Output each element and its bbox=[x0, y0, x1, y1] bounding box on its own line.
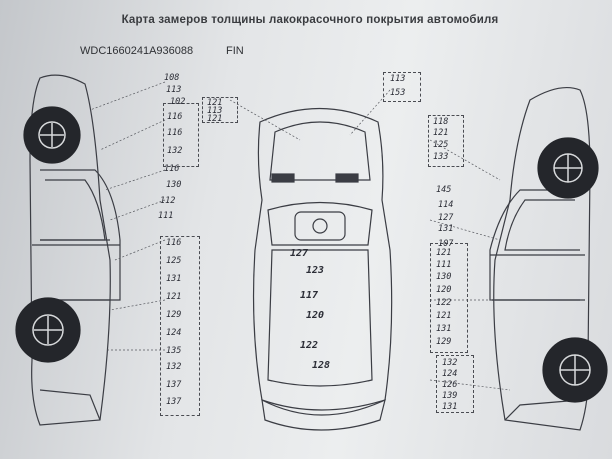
value-right-middle-5: 122 bbox=[436, 298, 452, 308]
value-left-side-8: 130 bbox=[166, 180, 182, 190]
center-car-top-view bbox=[252, 107, 393, 431]
value-center-top-left-1: 121 bbox=[207, 98, 223, 108]
value-right-bottom-1: 132 bbox=[442, 358, 458, 368]
value-right-middle-4: 120 bbox=[436, 285, 452, 295]
value-center-top-left-2: 113 bbox=[207, 106, 223, 116]
left-car-side-view bbox=[29, 74, 121, 426]
value-right-middle-1: 121 bbox=[436, 248, 452, 258]
value-right-middle-8: 129 bbox=[436, 337, 452, 347]
value-left-bottom-2: 125 bbox=[166, 256, 182, 266]
value-left-bottom-7: 135 bbox=[166, 346, 182, 356]
value-left-side-6: 132 bbox=[167, 146, 183, 156]
value-left-side-4: 116 bbox=[167, 112, 183, 122]
value-right-middle-6: 121 bbox=[436, 311, 452, 321]
box-left-bottom bbox=[160, 236, 200, 416]
value-center-body-4: 120 bbox=[306, 310, 325, 321]
value-right-top-2: 121 bbox=[433, 128, 449, 138]
sheet-title: Карта замеров толщины лакокрасочного пок… bbox=[121, 14, 499, 26]
value-left-side-2: 113 bbox=[166, 85, 182, 95]
value-right-top-3: 125 bbox=[433, 140, 449, 150]
value-left-bottom-4: 121 bbox=[166, 292, 182, 302]
box-right-bottom bbox=[436, 355, 474, 413]
value-right-bottom-3: 126 bbox=[442, 380, 458, 390]
value-center-top-right-1: 113 bbox=[390, 74, 406, 84]
value-center-top-left-3: 121 bbox=[207, 114, 223, 124]
value-right-bottom-2: 124 bbox=[442, 369, 458, 379]
value-left-bottom-8: 132 bbox=[166, 362, 182, 372]
vin-number: WDC1660241A936088 bbox=[80, 45, 194, 57]
value-left-bottom-1: 116 bbox=[166, 238, 182, 248]
value-center-top-right-2: 153 bbox=[390, 88, 406, 98]
value-right-side-1: 145 bbox=[436, 185, 452, 195]
value-left-side-7: 116 bbox=[164, 164, 180, 174]
value-center-body-5: 122 bbox=[300, 340, 319, 351]
value-left-side-10: 111 bbox=[158, 211, 174, 221]
box-right-top bbox=[428, 115, 464, 167]
value-center-body-1: 127 bbox=[290, 248, 309, 259]
value-right-top-4: 133 bbox=[433, 152, 449, 162]
value-right-bottom-4: 139 bbox=[442, 391, 458, 401]
value-right-side-2: 114 bbox=[438, 200, 454, 210]
value-left-bottom-10: 137 bbox=[166, 397, 182, 407]
value-center-body-3: 117 bbox=[300, 290, 319, 301]
box-center-top-left bbox=[202, 97, 238, 123]
value-left-side-5: 116 bbox=[167, 128, 183, 138]
value-right-middle-3: 130 bbox=[436, 272, 452, 282]
value-center-body-2: 123 bbox=[306, 265, 325, 276]
fin-label: FIN bbox=[226, 45, 244, 57]
value-left-bottom-5: 129 bbox=[166, 310, 182, 320]
value-left-side-9: 112 bbox=[160, 196, 176, 206]
box-left-top bbox=[163, 103, 199, 167]
value-left-bottom-9: 137 bbox=[166, 380, 182, 390]
value-left-side-1: 108 bbox=[164, 73, 180, 83]
value-right-side-5: 107 bbox=[438, 239, 454, 249]
value-center-body-6: 128 bbox=[312, 360, 331, 371]
box-right-middle bbox=[430, 243, 468, 353]
value-right-bottom-5: 131 bbox=[442, 402, 458, 412]
value-left-bottom-6: 124 bbox=[166, 328, 182, 338]
value-left-bottom-3: 131 bbox=[166, 274, 182, 284]
value-right-side-4: 131 bbox=[438, 224, 454, 234]
value-right-top-1: 118 bbox=[433, 117, 449, 127]
value-right-middle-2: 111 bbox=[436, 260, 452, 270]
value-right-side-3: 127 bbox=[438, 213, 454, 223]
value-right-middle-7: 131 bbox=[436, 324, 452, 334]
value-left-side-3: 102 bbox=[170, 97, 186, 107]
box-center-top-right bbox=[383, 72, 421, 102]
